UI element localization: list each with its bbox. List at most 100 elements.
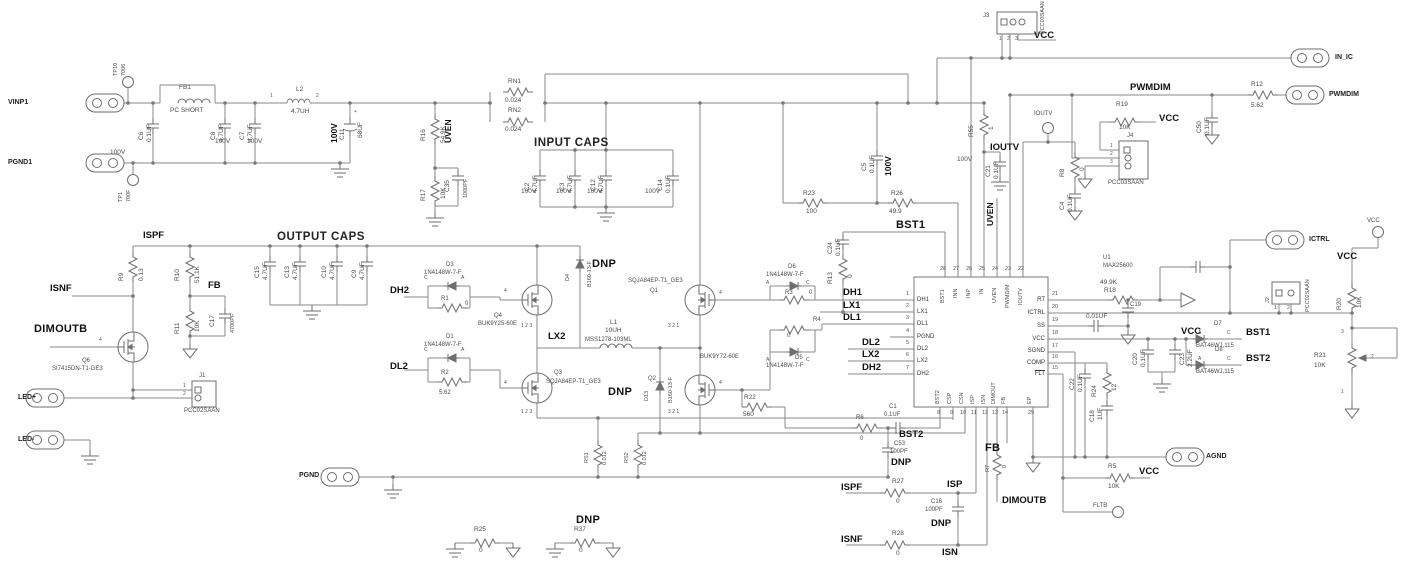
header-j3 [996,11,1038,35]
ground-icon [1152,377,1172,393]
label-21: 21 [1052,291,1059,297]
label-vcc: VCC [1159,113,1180,124]
label-sgnd: SGND [1027,348,1045,354]
header-j3-pin2 [1009,18,1017,26]
label-c16: C16 [931,499,943,505]
label-input-caps: INPUT CAPS [534,137,609,149]
label-0-024: 0.024 [505,97,522,104]
label-dnp: DNP [891,457,912,468]
resistor-r20 [1347,282,1357,314]
label-0: 0 [579,547,583,554]
label-q2: Q2 [648,376,657,382]
label-c9: C9 [351,269,358,278]
label-c53: C53 [894,441,906,447]
ground-icon [425,211,445,227]
label-c1: C1 [889,404,897,410]
label-100pf: 100PF [890,449,908,455]
label-r21: R21 [1314,352,1326,359]
label-0-1uf: 0.1UF [869,155,876,173]
label-r1: R1 [441,296,449,302]
label-0-1uf: 0.1UF [884,412,901,418]
label-pcc02saan: PCC02SAAN [184,408,220,414]
label-100v: 100V [110,149,126,156]
resistor-rs1 [593,439,603,471]
label-bst2: BST2 [1246,353,1271,364]
label-0-1uf: 0.1UF [146,124,153,142]
label-4: 4 [719,380,722,386]
label-1: 1 [1341,389,1344,395]
label-q4: Q4 [494,313,503,319]
label-dnp: DNP [592,258,617,270]
label-pcc03saan: PCC03SAAN [1108,180,1144,186]
label-c24: C24 [827,242,834,254]
label-isp: ISP [970,395,976,404]
label-c3: C3 [559,182,566,191]
label-r9: R9 [118,272,125,281]
label-c50: C50 [1196,121,1203,133]
label-10k: 10K [1314,362,1326,369]
label-c20: C20 [1132,353,1139,365]
label-r37: R37 [574,526,586,533]
label-2: 2 [1007,36,1010,42]
label-dh1: DH1 [917,297,930,303]
label-r12: R12 [1251,81,1263,88]
components [25,11,1384,558]
label-23: 23 [1005,266,1012,272]
label-1n4148w-7-f: 1N4148W-7-F [766,363,804,369]
label-4: 4 [504,380,507,386]
header-j1 [191,380,217,408]
label-r13: R13 [827,272,834,284]
label-bst2: BST2 [935,390,941,404]
resistor-r17 [430,175,440,207]
label-r26: R26 [891,190,903,197]
resistor-r37 [569,538,601,548]
connector-pgnd1 [85,153,125,173]
resistor-r23 [797,198,829,208]
label-u1: U1 [1103,255,1111,261]
label-ioutv: IOUTV [990,142,1020,153]
pot-wiper-arrow [1357,354,1367,362]
label-r22: R22 [744,394,756,401]
label-0: 0 [896,550,900,557]
label-100v: 100V [957,156,973,163]
ground-icon [302,304,322,320]
resistor-r4 [778,325,810,335]
label-1-2-3: 1 2 3 [521,323,533,329]
label-0: 0 [787,333,791,339]
capacitor-c51 [1189,260,1207,274]
label-dimout: DIMOUT [991,382,997,404]
label-pcc02saan: PCC02SAAN [1305,279,1311,312]
label-c8: C8 [210,131,217,140]
label-buk9y25-60e: BUK9Y25-60E [478,321,518,327]
label-100v: 100V [521,188,537,195]
label-7006: 7006 [121,63,127,76]
label-r24: R24 [1091,385,1098,397]
ground-icon [80,449,100,465]
label-vinp1: VINP1 [8,99,29,106]
label-dimoutb: DIMOUTB [1002,495,1047,506]
label-l1: L1 [610,319,618,326]
label-22: 22 [1018,266,1025,272]
label-bat46wj-115: BAT46WJ,115 [1196,343,1234,349]
resistor-r11 [185,305,195,337]
label-c19: C19 [1130,302,1142,308]
label-0-1uf: 0.1UF [835,238,842,256]
label-c18: C18 [1089,410,1096,422]
label-mss1278-103ml: MSS1278-103ML [585,337,632,343]
label-ss: SS [1036,323,1045,329]
mosfet-q1 [684,284,716,316]
label-fb: FB [1001,396,1007,404]
label-r7: R7 [985,464,991,472]
header-j3-pin1 [1000,18,1008,26]
label-0-13: 0.13 [138,268,145,281]
label-d6: D6 [788,264,796,270]
label-100pf: 100PF [925,507,943,513]
label-2: 2 [316,93,319,99]
label-d3: D3 [446,262,454,268]
label-j3: J3 [983,13,990,19]
label-0: 0 [479,547,483,554]
label-4-7uf: 4.7UF [292,262,299,280]
label-1: 1 [183,383,186,389]
resistor-r13 [838,253,848,285]
